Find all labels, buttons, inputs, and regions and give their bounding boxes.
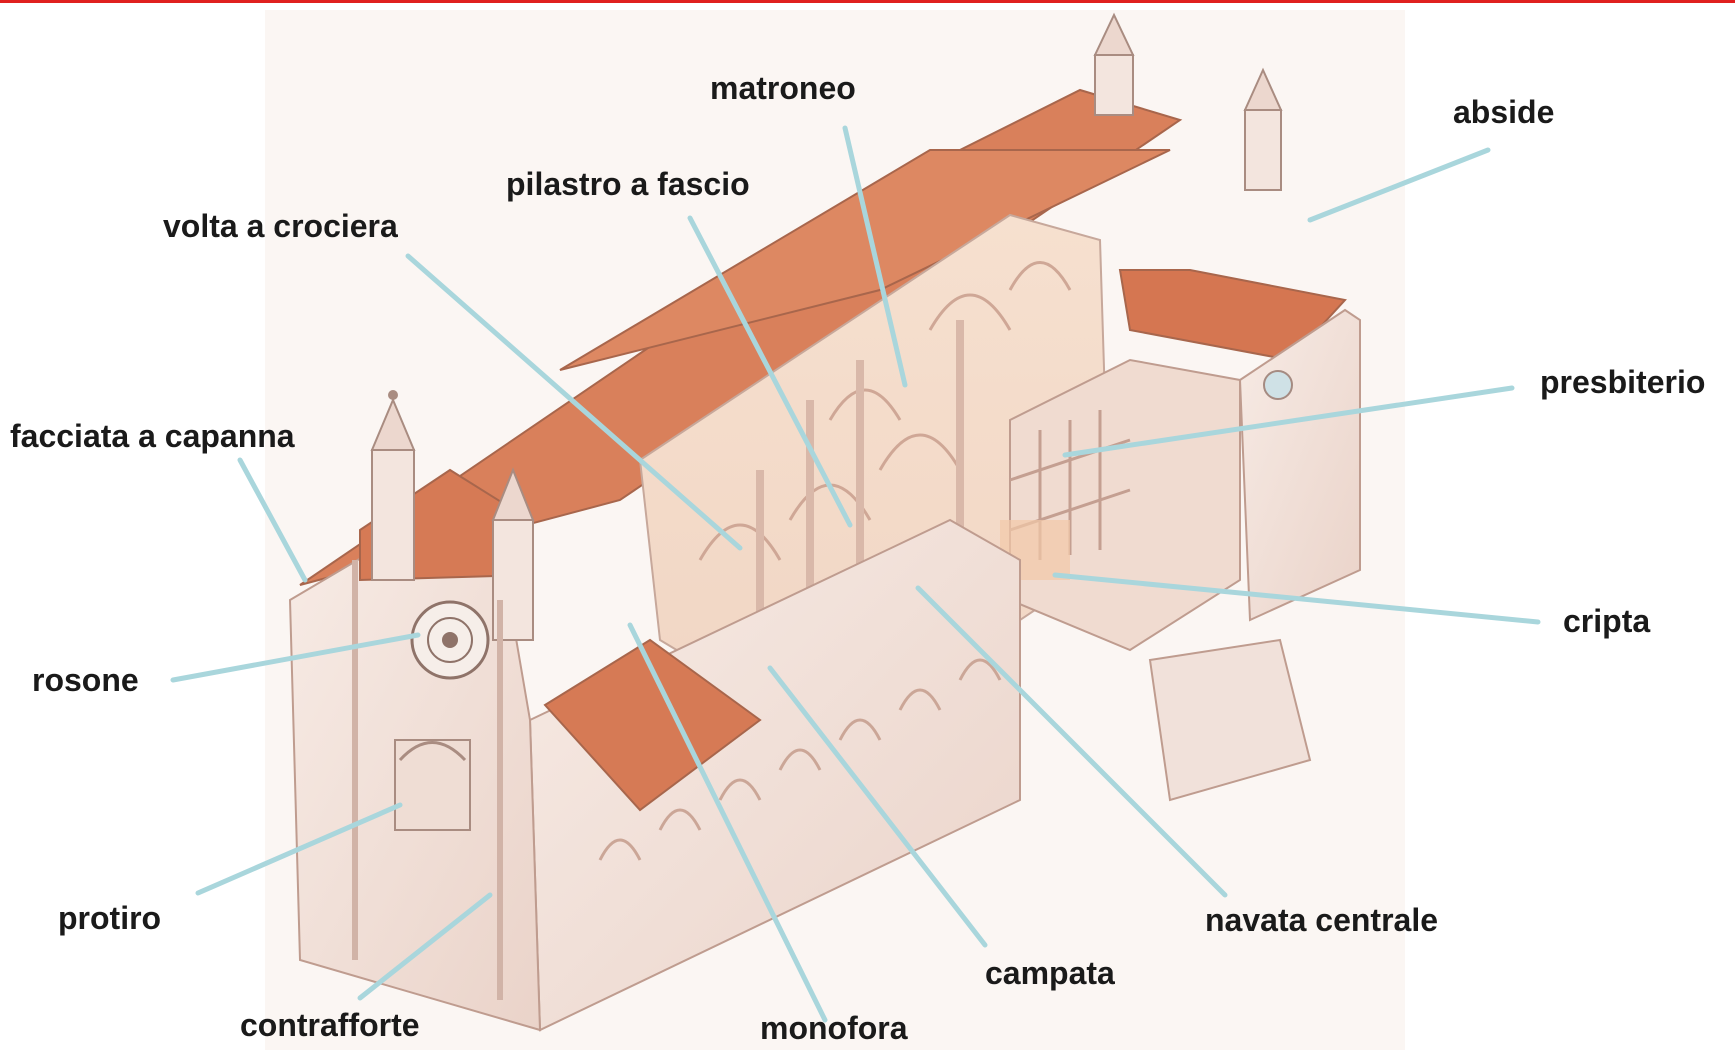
side-roof <box>543 638 762 812</box>
side-porch <box>1148 638 1312 802</box>
label-protiro: protiro <box>58 900 162 936</box>
leader-monofora <box>627 622 828 1023</box>
leader-lines <box>170 125 1541 1023</box>
apse-tower-1 <box>1093 12 1135 116</box>
rose-window <box>410 600 490 680</box>
label-cripta: cripta <box>1563 603 1651 639</box>
leader-protiro <box>195 802 403 896</box>
label-pilastro-a-fascio: pilastro a fascio <box>506 166 750 202</box>
leader-abside <box>1307 147 1491 223</box>
label-abside: abside <box>1453 94 1555 130</box>
leader-pilastro <box>687 215 853 528</box>
leader-campata <box>767 665 988 948</box>
leader-navata <box>915 585 1228 898</box>
leader-presbiterio <box>1062 385 1515 458</box>
left-tower <box>370 390 416 581</box>
leader-rosone <box>170 632 421 683</box>
upper-roof <box>559 149 1171 371</box>
leader-volta <box>405 253 743 551</box>
facade-buttresses <box>352 560 503 1000</box>
label-campata: campata <box>985 955 1115 991</box>
leader-contrafforte <box>357 892 493 1001</box>
label-contrafforte: contrafforte <box>240 1007 420 1043</box>
label-presbiterio: presbiterio <box>1540 364 1706 400</box>
porch <box>394 739 471 831</box>
apse-window <box>1263 370 1293 400</box>
apse-tower-2 <box>1243 67 1283 191</box>
label-facciata-a-capanna: facciata a capanna <box>10 418 295 454</box>
top-accent-bar <box>0 0 1735 3</box>
side-aisle-arches <box>598 658 1002 861</box>
label-monofora: monofora <box>760 1010 908 1046</box>
label-rosone: rosone <box>32 662 139 698</box>
leader-matroneo <box>842 125 908 388</box>
label-navata-centrale: navata centrale <box>1205 902 1439 938</box>
label-matroneo: matroneo <box>710 70 856 106</box>
leader-facciata <box>237 457 308 583</box>
facade-tower <box>491 467 535 641</box>
label-volta-a-crociera: volta a crociera <box>163 208 398 244</box>
leader-cripta <box>1052 572 1541 625</box>
